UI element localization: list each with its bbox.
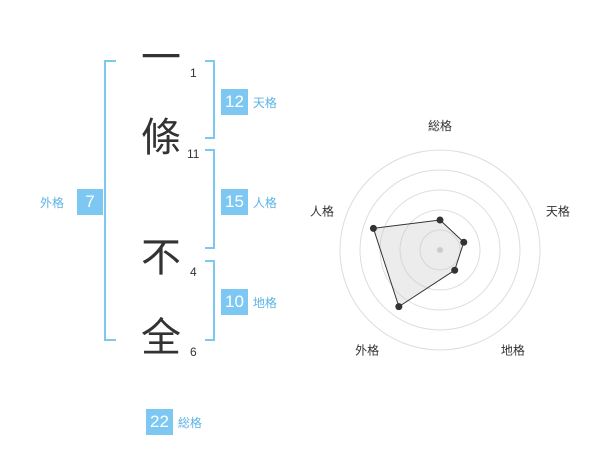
tenkaku-value: 12 (221, 89, 248, 115)
character-3: 不 (141, 235, 181, 281)
character-1: 一 (141, 35, 181, 81)
tenkaku-label: 天格 (252, 95, 277, 110)
stroke-count-1: 1 (190, 66, 197, 80)
tenkaku-badge: 12 天格 (221, 89, 277, 115)
radar-point-3 (451, 266, 459, 274)
radar-axis-label-5: 人格 (310, 204, 334, 219)
radar-ring (419, 229, 461, 271)
tenkaku-bracket (205, 60, 215, 139)
stroke-count-2: 11 (187, 147, 200, 161)
radar-point-5 (369, 224, 377, 232)
soukaku-badge: 22 総格 (146, 409, 202, 435)
radar-axis-label-3: 地格 (501, 342, 525, 357)
character-4: 全 (141, 315, 181, 361)
radar-axis-label-1: 総格 (428, 118, 452, 133)
radar-point-2 (460, 238, 468, 246)
character-2: 條 (141, 115, 181, 161)
chikaku-bracket (205, 260, 215, 341)
gaikaku-badge: 外格 7 (40, 189, 104, 215)
gaikaku-label: 外格 (40, 195, 65, 210)
radar-point-4 (395, 303, 403, 311)
radar-axis-label-4: 外格 (355, 342, 379, 357)
radar-ring (339, 149, 541, 351)
jinkaku-badge: 15 人格 (221, 189, 277, 215)
jinkaku-value: 15 (221, 189, 248, 215)
radar-ring (359, 169, 521, 331)
gaikaku-value: 7 (77, 189, 104, 215)
radar-center-point (437, 247, 443, 253)
chikaku-badge: 10 地格 (221, 289, 277, 315)
gaikaku-bracket (104, 60, 116, 341)
soukaku-value: 22 (146, 409, 173, 435)
jinkaku-bracket (205, 149, 215, 249)
radar-ring (399, 209, 481, 291)
soukaku-label: 総格 (177, 415, 202, 430)
chikaku-label: 地格 (252, 295, 277, 310)
radar-point-1 (436, 216, 444, 224)
stroke-count-4: 6 (190, 345, 197, 359)
jinkaku-label: 人格 (252, 195, 277, 210)
radar-series-polygon (372, 219, 465, 308)
stroke-count-3: 4 (190, 265, 197, 279)
chikaku-value: 10 (221, 289, 248, 315)
radar-axis-label-2: 天格 (546, 204, 570, 219)
